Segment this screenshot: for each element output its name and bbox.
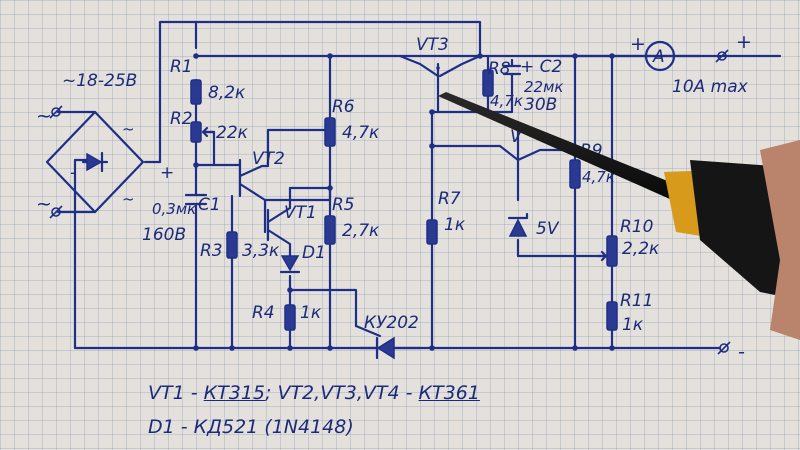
label-vt1: VT1 [284, 203, 317, 223]
label-r4: R4 [252, 303, 275, 323]
label-r8: R8 [488, 59, 511, 79]
resistor-r11 [606, 301, 618, 331]
r2-wiper-arrow [201, 126, 216, 138]
resistor-r3 [226, 231, 238, 259]
note-kt361: КТ361 [418, 382, 480, 404]
value-r4: 1к [300, 303, 322, 323]
label-ku202: КУ202 [364, 313, 419, 333]
value-zener: 5V [536, 219, 560, 239]
value-c2-capacitance: 22мк [524, 78, 563, 96]
label-vt2: VT2 [252, 149, 285, 169]
bridge-plus-label: + [160, 163, 174, 183]
transistor-note: VT1 - КТ315; VT2,VT3,VT4 - КТ361 [148, 376, 480, 410]
label-d1: D1 [302, 243, 326, 263]
value-r8: 4,7к [490, 92, 523, 110]
value-c1-voltage: 160В [142, 225, 186, 245]
label-r5: R5 [332, 195, 355, 215]
value-c1-capacitance: 0,3мк [152, 200, 196, 218]
label-c1: C1 [198, 195, 221, 215]
value-r2: 22к [216, 123, 249, 143]
label-r1: R1 [170, 57, 193, 77]
bridge-ac-bottom: ~ [122, 190, 135, 208]
resistor-r1 [190, 79, 202, 105]
value-r3: 3,3к [242, 241, 280, 261]
label-r7: R7 [438, 189, 461, 209]
zener-diode [507, 212, 529, 237]
max-current-label: 10A max [672, 77, 749, 97]
ammeter [644, 40, 676, 72]
label-c2: + C2 [520, 57, 562, 77]
value-r11: 1к [622, 315, 644, 335]
note-vt2-vt4: ; VT2,VT3,VT4 - [265, 382, 419, 404]
thyristor-ku202 [375, 336, 395, 360]
value-r10: 2,2к [622, 239, 660, 259]
resistor-r9 [569, 159, 581, 189]
diode-note: D1 - КД521 (1N4148) [148, 416, 354, 438]
value-r1: 8,2к [208, 83, 246, 103]
value-r7: 1к [444, 215, 466, 235]
label-r3: R3 [200, 241, 223, 261]
diode-bridge [45, 110, 145, 214]
resistor-r7 [426, 219, 438, 245]
value-r9: 4,7к [582, 168, 615, 186]
wires [56, 20, 782, 350]
label-vt3: VT3 [416, 35, 449, 55]
label-r9: R9 [580, 141, 603, 161]
label-r2: R2 [170, 109, 193, 129]
resistor-r2 [190, 121, 202, 143]
resistor-r10 [606, 235, 618, 267]
value-r5: 2,7к [342, 221, 380, 241]
input-voltage-label: ~18-25В [62, 71, 137, 91]
value-r6: 4,7к [342, 123, 380, 143]
output-plus-sign: + [736, 31, 752, 53]
bridge-ac-top: ~ [122, 120, 135, 138]
input-terminals [49, 105, 63, 219]
label-r10: R10 [620, 217, 653, 237]
ammeter-plus-sign: + [630, 33, 646, 55]
value-c2-voltage: 30В [524, 95, 557, 115]
resistor-r6 [324, 117, 336, 147]
ac-symbol-bottom: ~ [36, 193, 52, 215]
bridge-minus-label: - [70, 163, 76, 183]
junction-dots [193, 53, 615, 351]
resistor-r5 [324, 215, 336, 245]
output-terminals [715, 49, 731, 355]
label-r11: R11 [620, 291, 653, 311]
output-minus-sign: - [738, 341, 745, 363]
ac-symbol-top: ~ [36, 105, 52, 127]
transistor-vt3-body [436, 66, 440, 70]
note-kt315: КТ315 [203, 382, 266, 404]
ammeter-label: A [652, 47, 665, 67]
r10-wiper-arrow [596, 250, 608, 262]
diode-d1 [279, 255, 301, 274]
component-notes: VT1 - КТ315; VT2,VT3,VT4 - КТ361 D1 - КД… [148, 376, 480, 444]
label-r6: R6 [332, 97, 355, 117]
note-vt1: VT1 - [148, 382, 204, 404]
label-vt4: V [510, 127, 523, 147]
resistor-r4 [284, 304, 296, 331]
